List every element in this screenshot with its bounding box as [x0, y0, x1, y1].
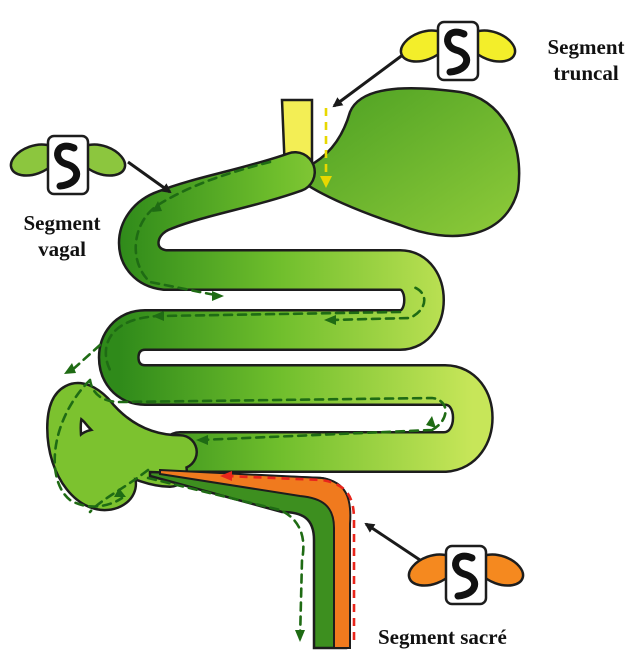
label-sacre-line1: Segment sacré	[378, 624, 568, 650]
label-segment-sacre: Segment sacré	[378, 624, 568, 650]
label-vagal-line1: Segment	[6, 210, 118, 236]
vagal-head-icon	[7, 136, 130, 194]
label-segment-truncal: Segment truncal	[530, 34, 642, 86]
label-truncal-line1: Segment	[530, 34, 642, 60]
sacral-head-icon	[405, 546, 528, 604]
stomach	[300, 88, 519, 236]
label-segment-vagal: Segment vagal	[6, 210, 118, 262]
descending-colon	[150, 470, 350, 648]
truncal-head-icon	[397, 22, 520, 80]
label-vagal-line2: vagal	[6, 236, 118, 262]
sacral-pointer-arrow	[366, 524, 420, 560]
vagal-pointer-arrow	[128, 162, 170, 192]
label-truncal-line2: truncal	[530, 60, 642, 86]
